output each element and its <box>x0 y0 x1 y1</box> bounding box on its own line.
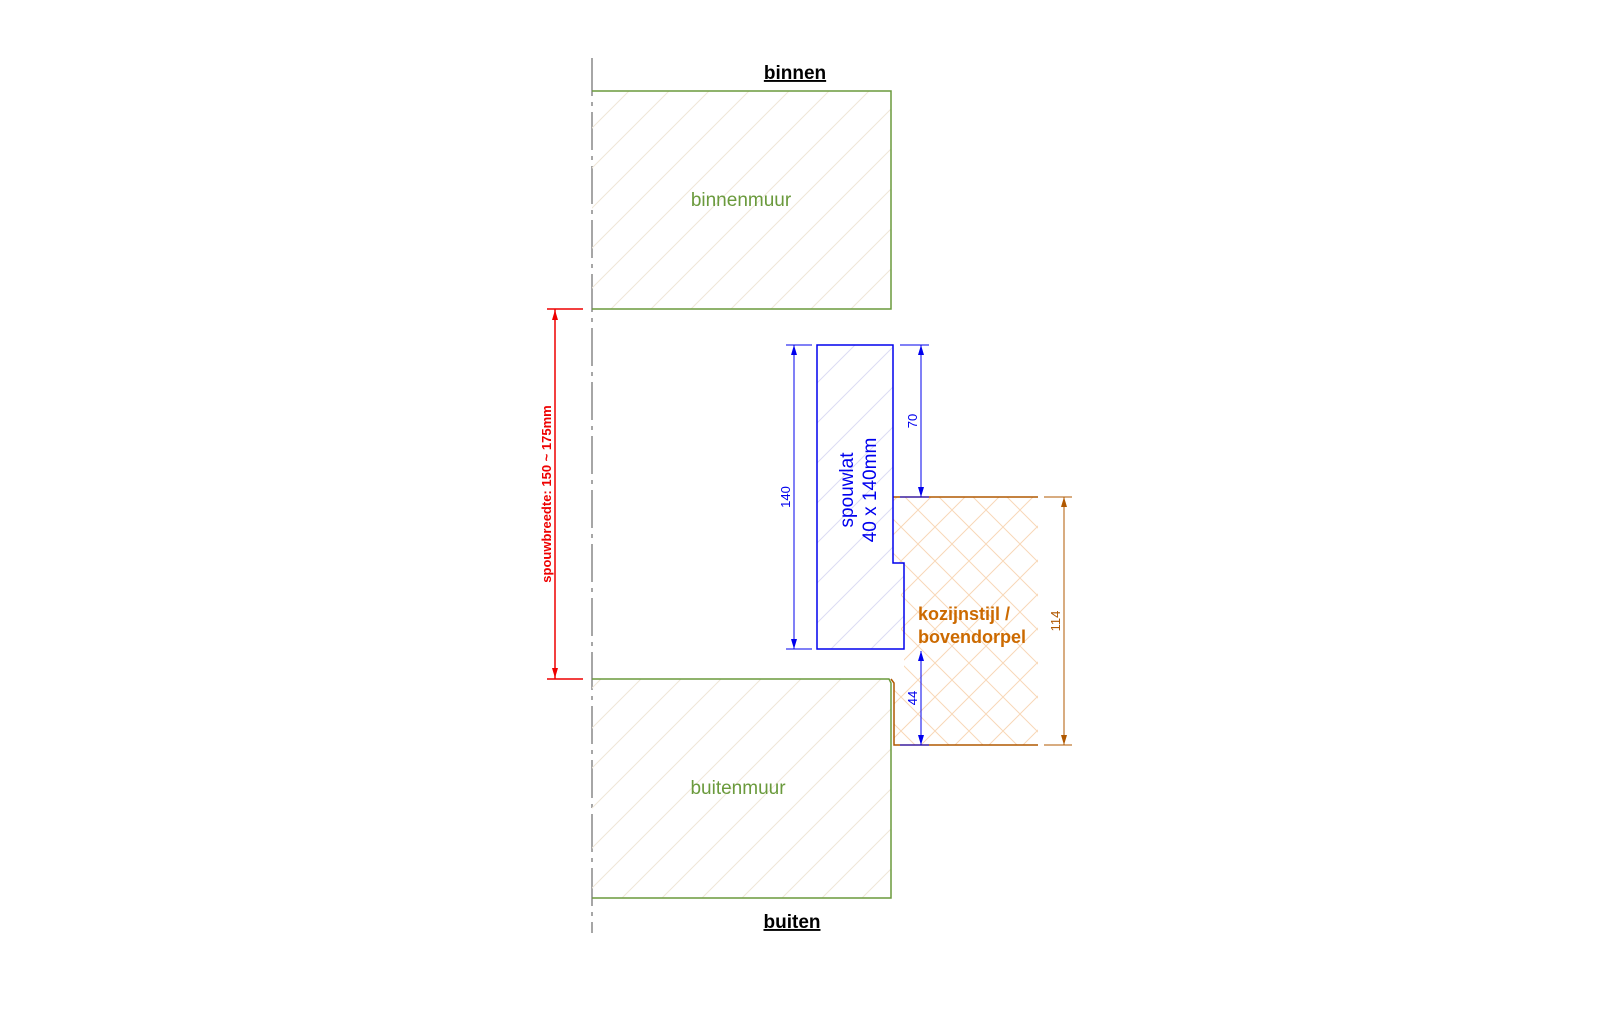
batten-length-value: 140 <box>778 486 793 508</box>
outer-wall <box>592 678 892 899</box>
batten-label-line1: spouwlat <box>837 452 858 528</box>
batten-label-line2: 40 x 140mm <box>860 438 881 543</box>
inner-wall-label: binnenmuur <box>691 190 792 211</box>
frame-depth-value: 114 <box>1048 611 1063 632</box>
outside-label: buiten <box>764 912 821 933</box>
dimension-batten-length <box>786 344 812 650</box>
inside-label: binnen <box>764 63 826 84</box>
dimension-cavity-width <box>547 308 583 680</box>
batten-label: spouwlat 40 x 140mm <box>837 438 881 543</box>
cavity-width-value: spouwbreedte: 150 ~ 175mm <box>539 405 554 582</box>
dimension-frame-depth <box>1044 496 1072 746</box>
window-frame <box>890 496 1038 746</box>
dimension-batten-top-offset <box>900 344 929 498</box>
frame-gap-value: 44 <box>905 691 920 705</box>
inner-wall <box>592 90 892 310</box>
batten-top-offset-value: 70 <box>905 414 920 428</box>
dimension-frame-gap <box>900 651 929 746</box>
outer-wall-label: buitenmuur <box>690 778 786 799</box>
cavity-batten <box>816 344 905 650</box>
frame-label-line2: bovendorpel <box>918 627 1026 647</box>
frame-label-line1: kozijnstijl / <box>918 604 1010 624</box>
